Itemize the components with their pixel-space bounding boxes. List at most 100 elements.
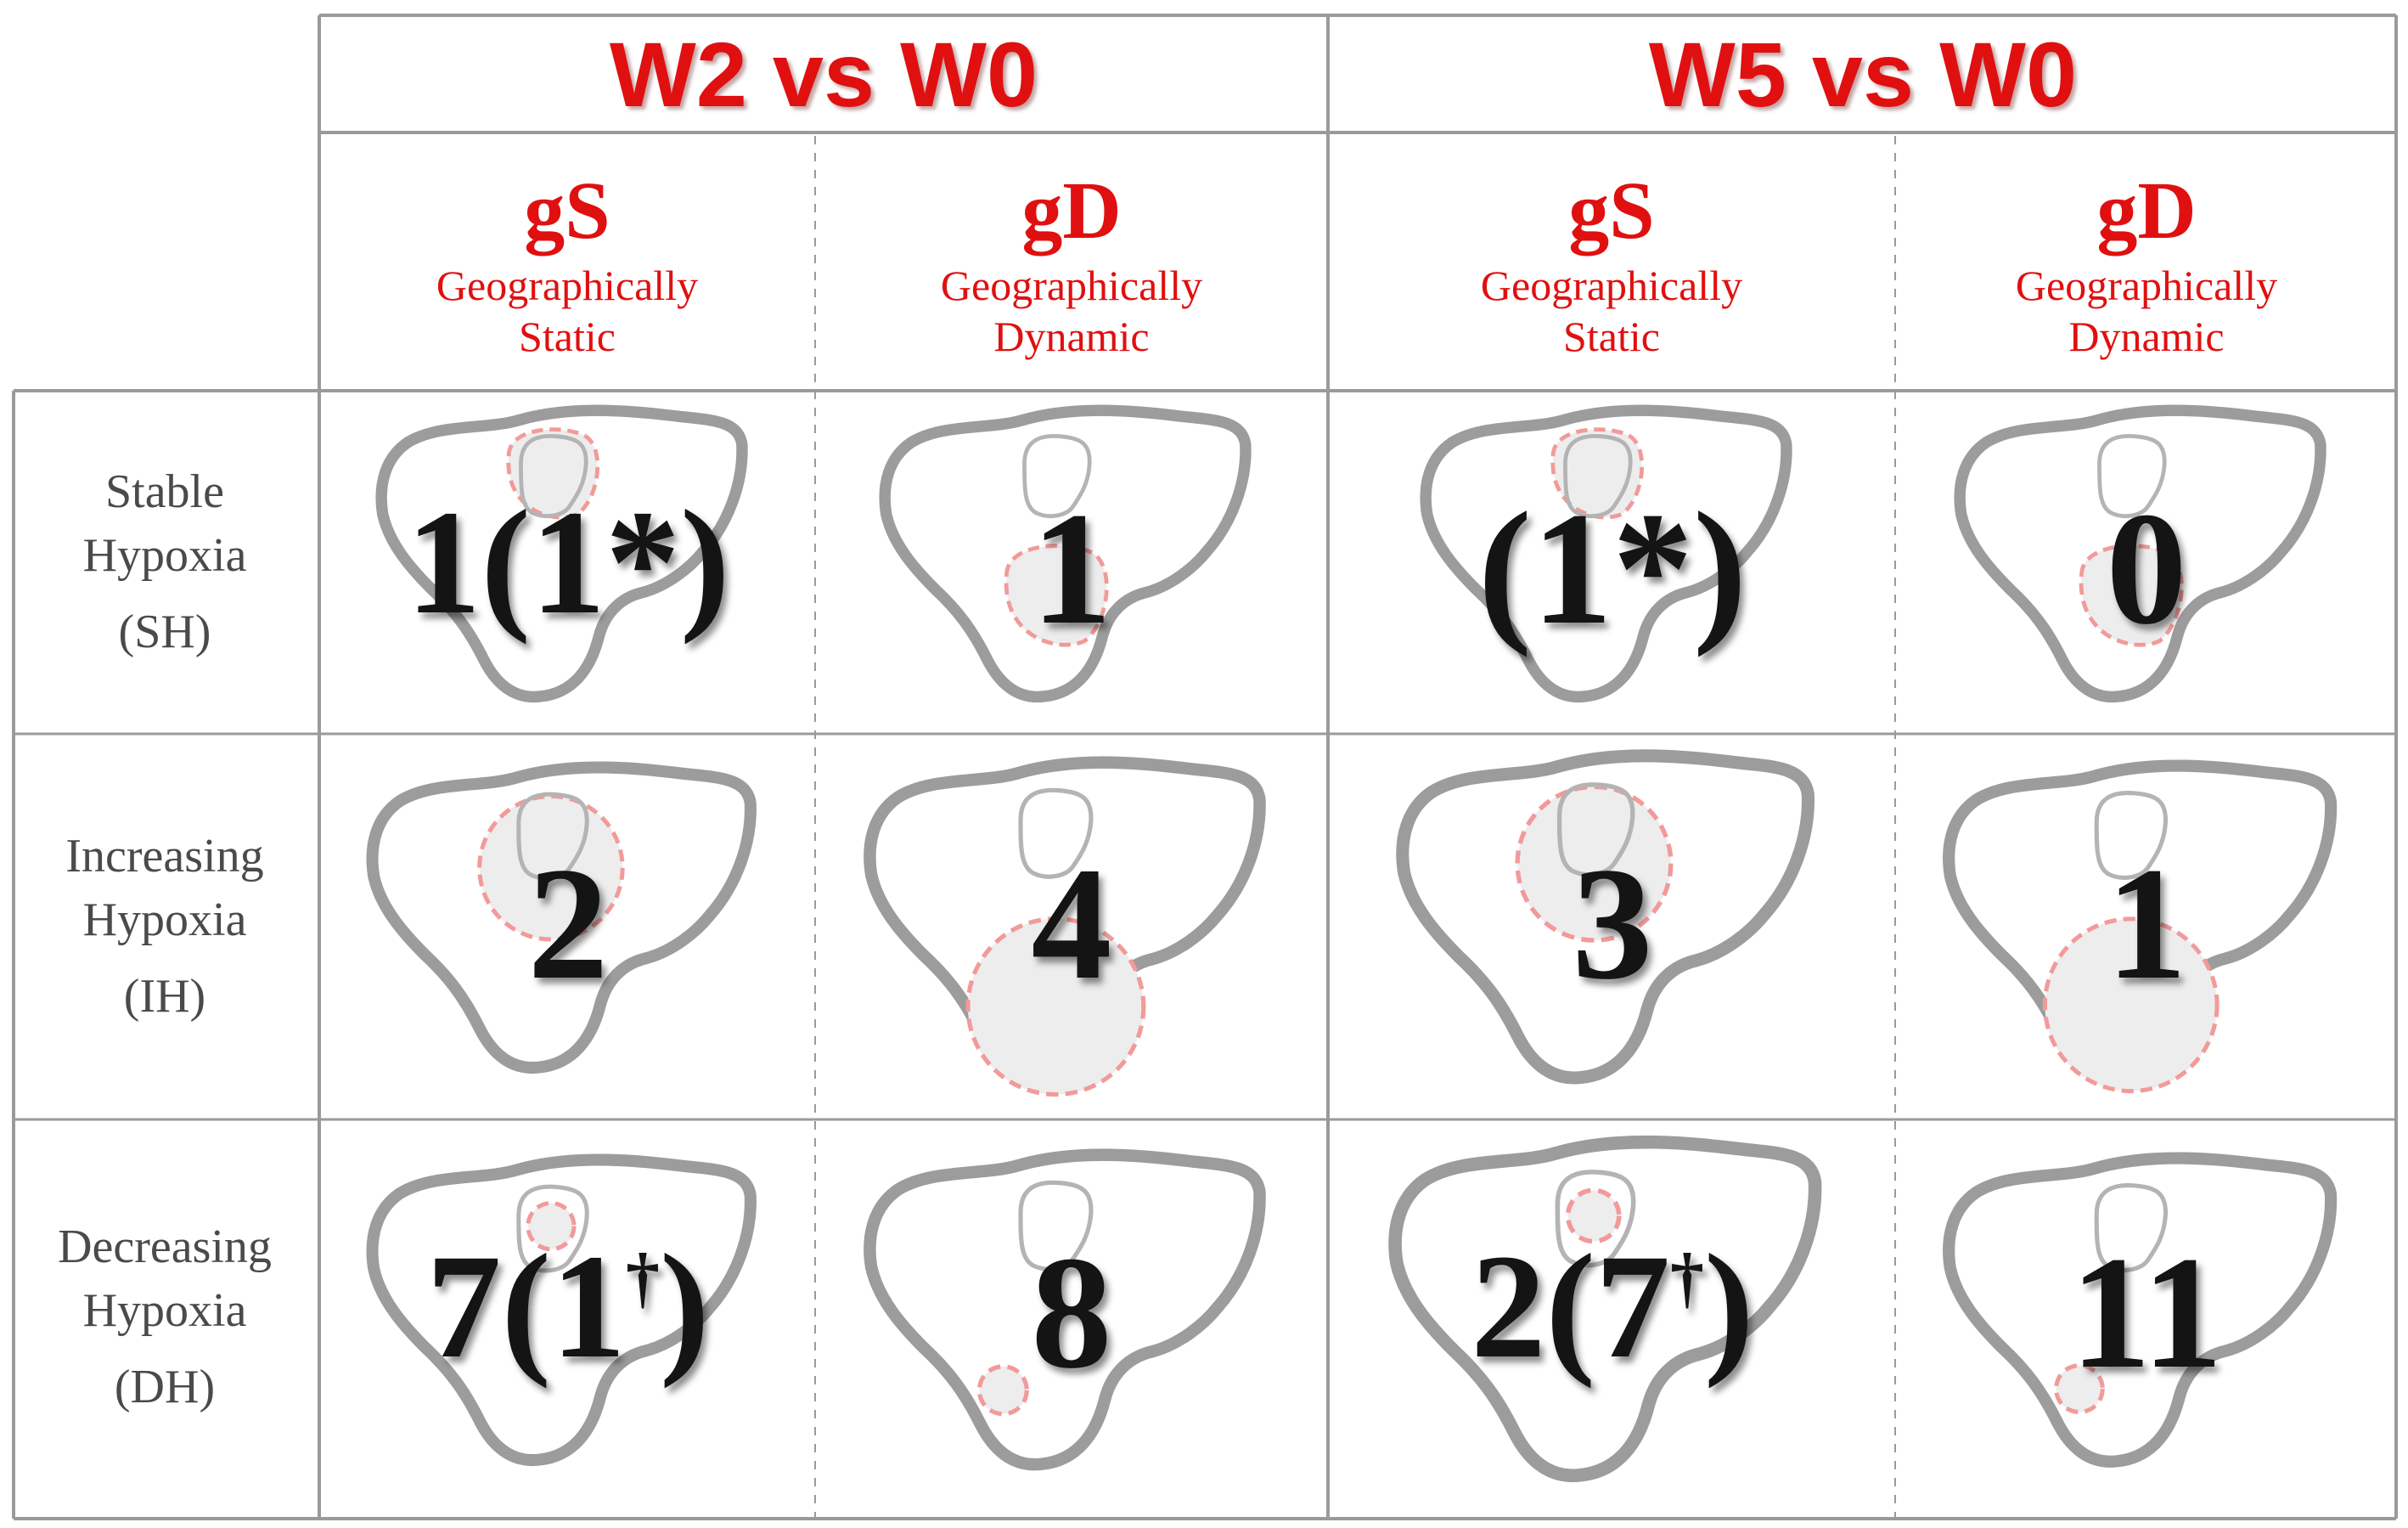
tumor-core-outline <box>516 792 589 881</box>
subheader-code: gS <box>524 165 610 256</box>
tumor-outline <box>1943 1152 2338 1468</box>
paren-open: ( <box>481 480 531 646</box>
count-cell: (1*) <box>1330 392 1895 734</box>
count-main: 3 <box>1572 835 1653 1013</box>
count-cell: 1 <box>1897 736 2396 1119</box>
tumor-outline <box>1388 1135 1822 1483</box>
hypoxia-count: 1(1*) <box>321 488 815 638</box>
asterisk-mark: * <box>605 480 680 646</box>
tumor-outline-graphic <box>1396 749 1814 1085</box>
tumor-outline <box>1954 404 2326 703</box>
hypoxia-count: 7(1†) <box>321 1232 815 1382</box>
tumor-outline-graphic <box>375 404 748 703</box>
tumor-outline-graphic <box>1388 1135 1822 1483</box>
tumor-core-outline <box>1018 1180 1094 1271</box>
tumor-outline-graphic <box>864 756 1266 1097</box>
count-cell: 11 <box>1897 1121 2396 1519</box>
tumor-outline <box>366 1153 757 1467</box>
tumor-outline <box>366 761 757 1074</box>
tumor-outline-graphic <box>1943 759 2338 1094</box>
tumor-core-outline <box>1022 434 1092 519</box>
count-cell: 2(7†) <box>1330 1121 1895 1519</box>
count-cell: 4 <box>817 736 1326 1119</box>
count-cell: 3 <box>1330 736 1895 1119</box>
count-main: 8 <box>1031 1224 1112 1402</box>
paren-close: ) <box>680 480 730 646</box>
tumor-outline-graphic <box>864 1148 1266 1471</box>
tumor-outline <box>1396 749 1814 1085</box>
tumor-outline-graphic <box>1420 404 1792 703</box>
tumor-outline-graphic <box>879 404 1252 703</box>
hypoxic-region <box>2042 916 2220 1094</box>
paren-open: ( <box>501 1224 551 1390</box>
count-paren-value: 1 <box>551 1224 626 1390</box>
subheader-code: gD <box>2096 165 2197 256</box>
count-main: 1 <box>1031 480 1112 658</box>
paren-open: ( <box>1477 480 1532 658</box>
group-header-w2: W2 vs W0 <box>609 22 1038 126</box>
count-main: 7 <box>426 1224 502 1390</box>
count-main: 2 <box>1471 1224 1546 1390</box>
hypoxic-region <box>976 1364 1029 1417</box>
group-header-w5: W5 vs W0 <box>1648 22 2078 126</box>
count-main: 1 <box>406 480 481 646</box>
tumor-core-outline <box>516 1184 589 1273</box>
count-cell: 7(1†) <box>321 1121 815 1519</box>
asterisk-mark: * <box>1612 480 1693 658</box>
tumor-core-outline <box>519 434 588 519</box>
tumor-outline <box>879 404 1252 703</box>
tumor-outline <box>864 1148 1266 1471</box>
paren-close: ) <box>660 1224 710 1390</box>
hypoxia-count: 1 <box>817 488 1326 650</box>
count-cell: 1(1*) <box>321 392 815 734</box>
tumor-outline <box>864 756 1266 1079</box>
tumor-core-outline <box>1555 1170 1636 1268</box>
count-main: 0 <box>2106 480 2187 658</box>
tumor-outline-graphic <box>1943 1152 2338 1468</box>
hypoxia-count: 2(7†) <box>1330 1232 1895 1382</box>
subheader-code: gD <box>1021 165 1122 256</box>
paren-close: ) <box>1704 1224 1754 1390</box>
tumor-outline-graphic <box>1954 404 2326 703</box>
count-paren-value: 7 <box>1595 1224 1670 1390</box>
dagger-mark: † <box>1670 1241 1704 1316</box>
tumor-core-outline <box>1556 782 1635 877</box>
hypoxia-count: 0 <box>1897 488 2396 650</box>
hypoxia-count: 2 <box>321 843 815 1005</box>
paren-close: ) <box>1693 480 1747 658</box>
subheader-code: gS <box>1568 165 1655 256</box>
count-cell: 1 <box>817 392 1326 734</box>
tumor-core-outline <box>2097 434 2167 519</box>
tumor-core-outline <box>1563 434 1633 519</box>
hypoxic-region <box>965 916 1146 1097</box>
count-main: 1 <box>2106 835 2187 1013</box>
tumor-outline <box>1420 404 1792 703</box>
tumor-core-outline <box>2094 1183 2168 1272</box>
hypoxia-count: (1*) <box>1330 488 1895 650</box>
count-cell: 8 <box>817 1121 1326 1519</box>
tumor-outline <box>375 404 748 703</box>
hypoxia-count: 1 <box>1897 843 2396 1005</box>
count-main: 11 <box>2070 1224 2223 1402</box>
tumor-core-outline <box>2094 791 2168 880</box>
hypoxia-count: 11 <box>1897 1232 2396 1394</box>
hypoxic-region <box>1565 1187 1622 1244</box>
tumor-outline <box>1943 759 2338 1075</box>
count-paren-value: 1 <box>531 480 605 646</box>
hypoxia-count: 3 <box>1330 843 1895 1005</box>
hypoxic-region <box>526 1201 577 1252</box>
count-main: 2 <box>527 835 609 1013</box>
hypoxia-count: 8 <box>817 1232 1326 1394</box>
